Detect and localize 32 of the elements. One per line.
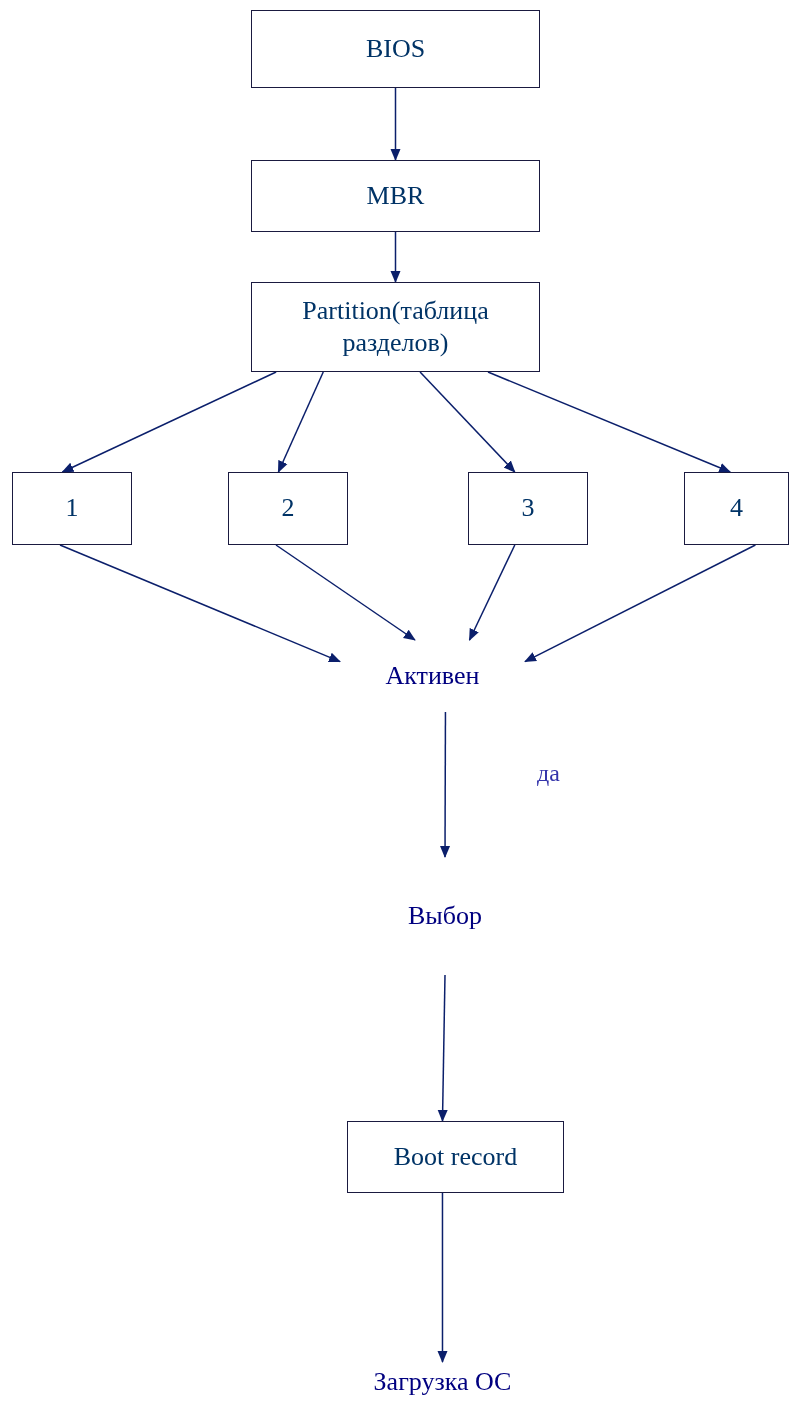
node-text: Активен	[384, 659, 481, 692]
arrow	[277, 371, 324, 473]
process-box	[251, 160, 540, 232]
node-text: Partition(таблица разделов)	[301, 294, 490, 359]
process-box	[684, 472, 789, 545]
node-text: BIOS	[364, 32, 427, 65]
arrow	[390, 87, 401, 161]
process-box	[228, 472, 348, 545]
arrow	[437, 974, 448, 1122]
arrow	[275, 544, 416, 641]
arrow	[437, 1192, 448, 1363]
arrow	[59, 544, 341, 663]
node-text: 4	[729, 492, 744, 525]
arrow	[524, 544, 757, 663]
arrow	[468, 544, 516, 641]
node-text: 1	[64, 492, 80, 525]
process-box	[468, 472, 588, 545]
arrow	[487, 371, 732, 473]
node-text: Выбор	[406, 899, 483, 932]
node-text: 3	[520, 492, 536, 525]
arrow	[419, 371, 516, 473]
node-text: MBR	[365, 179, 426, 212]
node-text: 2	[280, 492, 296, 525]
arrow	[61, 371, 277, 473]
node-text: Boot record	[392, 1140, 519, 1173]
process-box	[251, 282, 540, 372]
process-box	[251, 10, 540, 88]
arrow	[390, 231, 401, 283]
process-box	[347, 1121, 564, 1193]
arrow	[440, 711, 451, 858]
process-box	[12, 472, 132, 545]
node-text: Загрузка ОС	[372, 1365, 513, 1398]
